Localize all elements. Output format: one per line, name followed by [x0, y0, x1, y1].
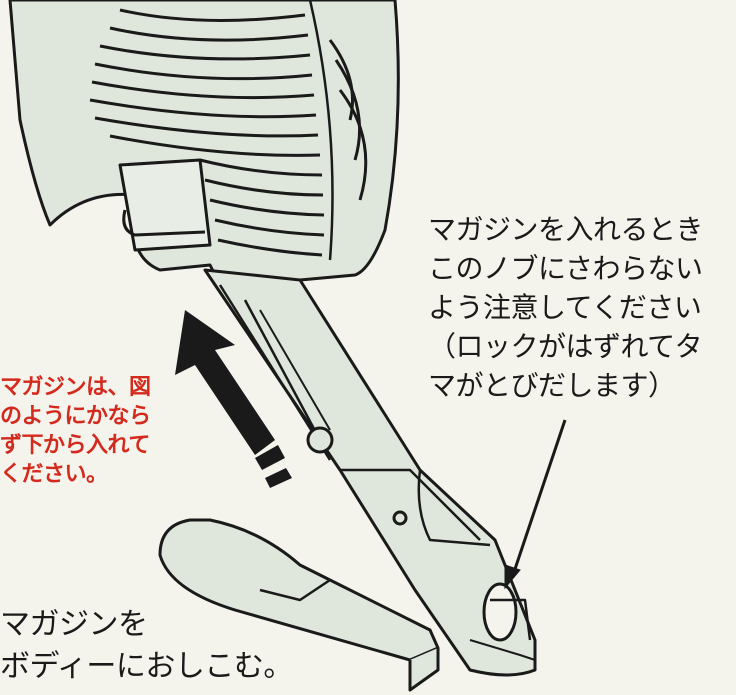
- insert-direction-line-2: のようにかなら: [0, 404, 151, 429]
- knob-warning-line-1: マガジンを入れるとき: [428, 213, 704, 246]
- knob-warning-note: マガジンを入れるとき このノブにさわらない よう注意してください （ロックがはず…: [428, 210, 704, 405]
- leader-arrow: [504, 419, 567, 590]
- knob-warning-line-3: よう注意してください: [428, 291, 702, 324]
- insert-direction-line-4: ください。: [0, 462, 108, 487]
- knob-warning-line-4: （ロックがはずれてタ: [428, 330, 703, 363]
- insert-direction-line-1: マガジンは、図: [0, 375, 151, 400]
- grip-body: [8, 0, 400, 300]
- push-in-note: マガジンを ボディーにおしこむ。: [0, 604, 293, 688]
- knob-warning-line-5: マがとびだします）: [428, 369, 676, 402]
- push-in-line-2: ボディーにおしこむ。: [0, 649, 293, 684]
- release-knob: [482, 582, 518, 642]
- insert-direction-line-3: ず下から入れて: [0, 433, 150, 458]
- grip-ribs: [89, 8, 368, 257]
- magazine: [203, 268, 537, 677]
- up-arrow-icon: [175, 310, 292, 488]
- stand-plate: [158, 518, 440, 692]
- knob-warning-line-2: このノブにさわらない: [428, 252, 703, 285]
- insert-direction-note: マガジンは、図 のようにかなら ず下から入れて ください。: [0, 373, 151, 489]
- push-in-line-1: マガジンを: [0, 607, 148, 642]
